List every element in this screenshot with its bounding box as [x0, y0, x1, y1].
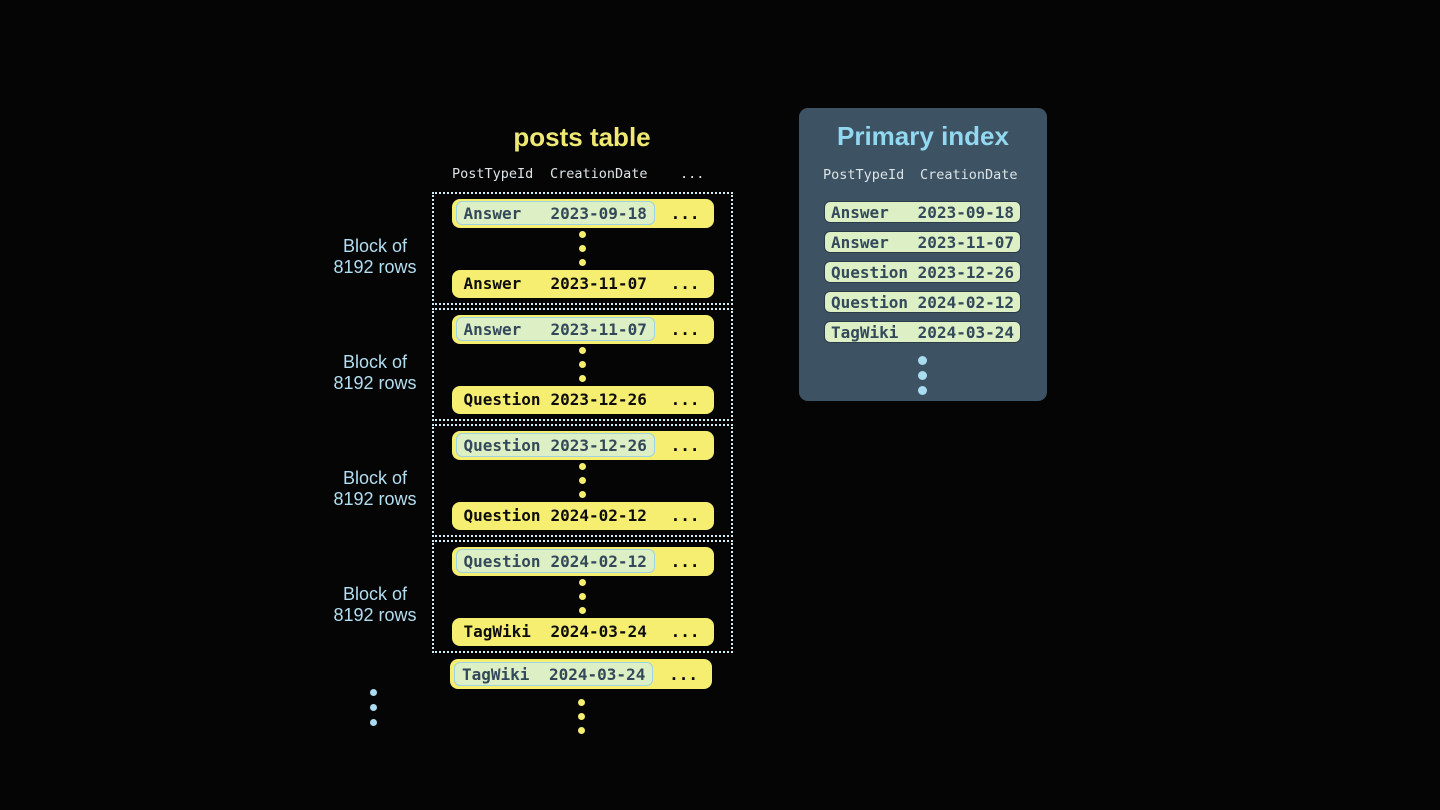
- column-header-posttypeid: PostTypeId: [823, 167, 905, 183]
- creation-date: 2024-03-24: [917, 322, 1014, 342]
- index-entry: Question 2023-12-26: [824, 261, 1021, 283]
- creation-date: 2023-11-07: [550, 274, 647, 294]
- row-ellipsis: ...: [670, 435, 700, 455]
- indexed-row-badge: TagWiki 2024-03-24: [454, 662, 654, 686]
- indexed-row-badge: Question 2024-02-12: [455, 549, 655, 574]
- creation-date: 2023-12-26: [550, 435, 647, 455]
- post-type: Answer: [463, 274, 522, 294]
- row-ellipsis: ...: [670, 506, 700, 526]
- vertical-ellipsis-dots: [579, 344, 586, 386]
- index-entry: TagWiki 2024-03-24: [824, 321, 1021, 343]
- posts-table-column-headers: PostTypeId CreationDate ...: [432, 166, 734, 182]
- table-row: Answer 2023-09-18 ...: [451, 199, 714, 228]
- vertical-ellipsis-dots: [579, 576, 586, 618]
- post-type: Question: [463, 435, 541, 455]
- primary-index-title: Primary index: [837, 121, 1009, 151]
- table-row: Question 2024-02-12 ...: [451, 547, 714, 576]
- post-type: Answer: [463, 319, 522, 339]
- index-entry: Answer 2023-11-07: [824, 231, 1021, 253]
- creation-date: 2023-12-26: [917, 262, 1014, 282]
- table-row: Answer 2023-11-07 ...: [451, 269, 714, 298]
- table-row: Question 2023-12-26 ...: [451, 385, 714, 414]
- indexed-row-badge: Answer 2023-11-07: [455, 317, 655, 342]
- table-row: Question 2023-12-26 ...: [451, 431, 714, 460]
- block-3: Question 2023-12-26 ... Question 2024-02…: [432, 424, 733, 537]
- index-entry: Answer 2023-09-18: [824, 201, 1021, 223]
- post-type: Question: [831, 292, 909, 312]
- row-ellipsis: ...: [670, 390, 700, 410]
- block-size-label: Block of 8192 rows: [333, 584, 417, 625]
- block-4: Question 2024-02-12 ... TagWiki 2024-03-…: [432, 540, 733, 653]
- row-values: Question 2024-02-12: [456, 504, 655, 528]
- posts-table-title: posts table: [513, 122, 651, 152]
- table-row: TagWiki 2024-03-24 ...: [451, 617, 714, 646]
- block-size-label: Block of 8192 rows: [333, 468, 417, 509]
- indexed-row-badge: Question 2023-12-26: [455, 433, 655, 458]
- column-header-ellipsis: ...: [680, 166, 705, 182]
- vertical-ellipsis-dots: [579, 228, 586, 270]
- more-blocks-ellipsis-dots: [366, 685, 381, 730]
- creation-date: 2024-03-24: [550, 622, 647, 642]
- more-index-entries-ellipsis-dots: [915, 353, 930, 398]
- creation-date: 2024-03-24: [549, 664, 646, 684]
- creation-date: 2023-09-18: [550, 203, 647, 223]
- creation-date: 2023-09-18: [917, 202, 1014, 222]
- row-ellipsis: ...: [670, 319, 700, 339]
- more-rows-ellipsis-dots: [574, 695, 589, 737]
- row-ellipsis: ...: [670, 622, 700, 642]
- index-entry: Question 2024-02-12: [824, 291, 1021, 313]
- post-type: Answer: [831, 202, 889, 222]
- column-header-creationdate: CreationDate: [550, 166, 648, 182]
- row-values: Answer 2023-11-07: [456, 272, 655, 296]
- post-type: TagWiki: [463, 622, 531, 642]
- table-row: Question 2024-02-12 ...: [451, 501, 714, 530]
- post-type: Question: [463, 390, 541, 410]
- row-ellipsis: ...: [670, 203, 700, 223]
- creation-date: 2023-11-07: [917, 232, 1014, 252]
- row-values: TagWiki 2024-03-24: [456, 620, 655, 644]
- creation-date: 2023-12-26: [550, 390, 647, 410]
- indexed-row-badge: Answer 2023-09-18: [455, 201, 655, 226]
- creation-date: 2024-02-12: [550, 551, 647, 571]
- row-values: Question 2023-12-26: [456, 388, 655, 412]
- post-type: Answer: [831, 232, 889, 252]
- column-header-posttypeid: PostTypeId: [452, 166, 534, 182]
- table-row: Answer 2023-11-07 ...: [451, 315, 714, 344]
- column-header-creationdate: CreationDate: [920, 167, 1018, 183]
- post-type: Question: [831, 262, 909, 282]
- row-ellipsis: ...: [669, 664, 698, 684]
- vertical-ellipsis-dots: [579, 460, 586, 502]
- post-type: TagWiki: [831, 322, 899, 342]
- creation-date: 2023-11-07: [550, 319, 647, 339]
- block-size-label: Block of 8192 rows: [333, 236, 417, 277]
- primary-index-column-headers: PostTypeId CreationDate: [799, 167, 1047, 183]
- table-row: TagWiki 2024-03-24 ...: [450, 659, 712, 689]
- block-size-label: Block of 8192 rows: [333, 352, 417, 393]
- row-ellipsis: ...: [670, 551, 700, 571]
- post-type: Answer: [463, 203, 522, 223]
- post-type: TagWiki: [462, 664, 530, 684]
- post-type: Question: [463, 506, 541, 526]
- post-type: Question: [463, 551, 541, 571]
- creation-date: 2024-02-12: [550, 506, 647, 526]
- primary-index-panel: Primary index PostTypeId CreationDate An…: [799, 108, 1047, 401]
- block-1: Answer 2023-09-18 ... Answer 2023-11-07 …: [432, 192, 733, 305]
- creation-date: 2024-02-12: [917, 292, 1014, 312]
- block-2: Answer 2023-11-07 ... Question 2023-12-2…: [432, 308, 733, 421]
- row-ellipsis: ...: [670, 274, 700, 294]
